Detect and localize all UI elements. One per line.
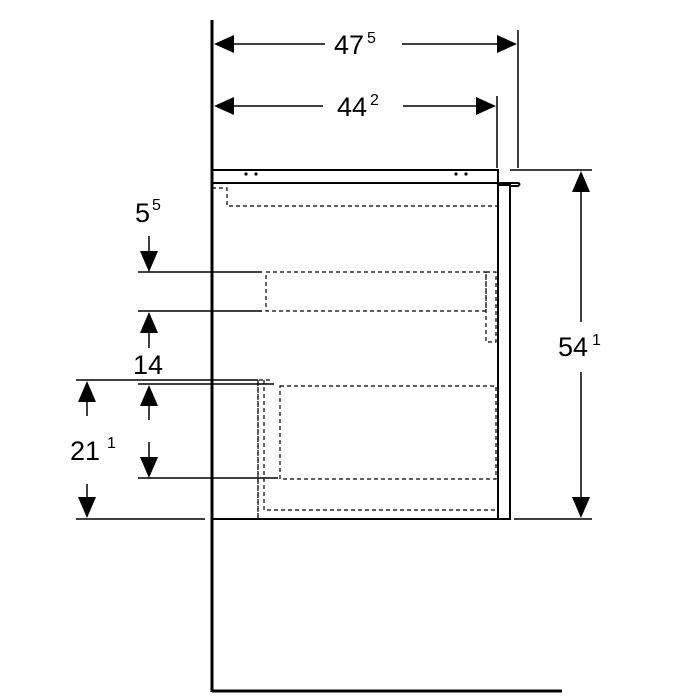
top-gap-label: 5 — [135, 198, 150, 228]
front-panel — [497, 184, 511, 520]
lower-height-sup: 1 — [107, 435, 116, 452]
arrowhead-down — [78, 497, 96, 518]
arrowhead-down — [140, 457, 158, 478]
arrowhead-down — [140, 251, 158, 272]
arrowhead-left — [214, 97, 234, 115]
drawer-height-label: 14 — [133, 350, 163, 380]
top-hole — [244, 172, 248, 176]
arrowhead-up — [140, 385, 158, 406]
overall-width-label: 47 — [334, 30, 364, 60]
lower-drawer-side-hidden-2 — [263, 380, 496, 511]
lower-drawer-hidden — [279, 385, 497, 480]
top-hole — [454, 172, 458, 176]
cabinet-body — [211, 182, 499, 520]
arrowhead-up — [140, 312, 158, 333]
top-hole — [464, 172, 468, 176]
upper-drawer-front-hidden — [485, 271, 497, 343]
inner-width-label: 44 — [337, 92, 367, 122]
lower-height-label: 21 — [70, 436, 100, 466]
top-hole — [254, 172, 258, 176]
top-panel — [211, 169, 499, 184]
front-handle — [498, 182, 521, 187]
lower-drawer-back-hidden — [257, 379, 270, 519]
upper-drawer-hidden — [265, 271, 487, 312]
arrowhead-up — [78, 381, 96, 402]
overall-width-sup: 5 — [367, 30, 376, 47]
arrowhead-right — [497, 35, 517, 53]
top-frame-hidden — [212, 187, 498, 207]
arrowhead-left — [214, 35, 234, 53]
top-gap-sup: 5 — [152, 197, 161, 214]
overall-height-sup: 1 — [592, 332, 601, 349]
arrowhead-up — [572, 171, 590, 192]
arrowhead-right — [476, 97, 496, 115]
inner-width-sup: 2 — [370, 92, 379, 109]
arrowhead-down — [572, 497, 590, 518]
overall-height-label: 54 — [558, 332, 588, 362]
